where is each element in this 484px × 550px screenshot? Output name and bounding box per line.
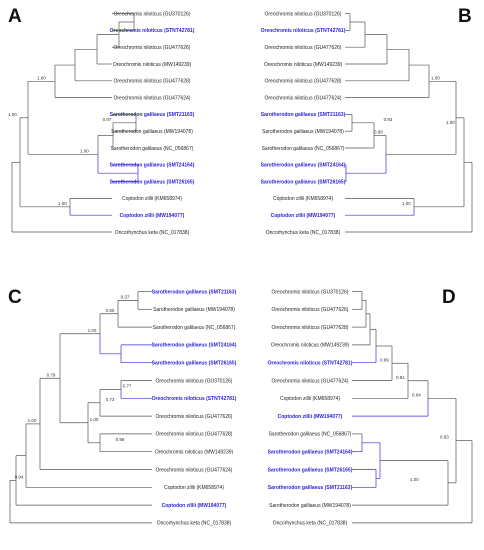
taxon-label: Oreochromis niloticus (GU370126) bbox=[114, 11, 191, 17]
taxon-label: Oreochromis niloticus (GU370126) bbox=[272, 289, 349, 295]
tree-panel-a: A Oreochromis niloticus (GU370126) Oreochr… bbox=[8, 6, 195, 236]
bootstrap-value: 0.91 bbox=[396, 375, 405, 380]
taxon-label: Sarotherodon galilaeus (NC_056867) bbox=[111, 146, 194, 152]
bootstrap-value: 1.00 bbox=[446, 120, 455, 125]
taxon-label: Coptodon zillii (KM658974) bbox=[273, 196, 333, 202]
taxon-label: Coptodon zillii (KM658974) bbox=[164, 485, 224, 491]
bootstrap-value: 1.00 bbox=[80, 148, 89, 153]
taxon-label: Sarotherodon galilaeus (SMT26165) bbox=[261, 179, 346, 185]
bootstrap-value: 0.83 bbox=[440, 435, 449, 440]
bootstrap-value: 0.77 bbox=[123, 383, 132, 388]
bootstrap-value: 1.00 bbox=[8, 112, 17, 117]
bootstrap-value: 0.97 bbox=[103, 117, 112, 122]
bootstrap-value: 0.80 bbox=[106, 308, 115, 313]
taxon-label: Coptodon zillii (MW194077) bbox=[278, 414, 343, 420]
bootstrap-value: 0.73 bbox=[106, 397, 115, 402]
bootstrap-value: 1.00 bbox=[402, 201, 411, 206]
taxon-label: Coptodon zillii (KM658974) bbox=[122, 196, 182, 202]
taxon-label: Oreochromis niloticus (MW149239) bbox=[155, 450, 234, 456]
taxon-label: Oreochromis niloticus (GU477626) bbox=[272, 307, 349, 313]
taxon-label: Sarotherodon galilaeus (MW194078) bbox=[269, 503, 351, 509]
taxon-label: Sarotherodon galilaeus (SMT21163) bbox=[261, 112, 346, 118]
bootstrap-value: 0.79 bbox=[47, 372, 56, 377]
taxon-label: Oreochromis niloticus (GU477628) bbox=[265, 79, 342, 85]
bootstrap-value: 0.93 bbox=[384, 117, 393, 122]
taxon-label: Sarotherodon galilaeus (NC_056867) bbox=[262, 146, 345, 152]
bootstrap-value: 1.00 bbox=[58, 201, 67, 206]
taxon-label: Oreochromis niloticus (GU477624) bbox=[114, 95, 191, 101]
tree-panel-c: C Sarotherodon galilaeus (SMT21163) Saroth… bbox=[8, 287, 237, 527]
taxon-label: Oreochromis niloticus (GU477626) bbox=[265, 45, 342, 51]
bootstrap-value: 1.00 bbox=[88, 328, 97, 333]
taxon-label: Sarotherodon galilaeus (SMT26165) bbox=[268, 467, 353, 473]
taxon-label: Oreochromis niloticus (GU370126) bbox=[265, 11, 342, 17]
taxon-label: Oreochromis niloticus (GU477628) bbox=[114, 79, 191, 85]
taxon-label: Sarotherodon galilaeus (SMT24164) bbox=[110, 163, 195, 169]
bootstrap-value: 0.37 bbox=[121, 294, 130, 299]
taxon-label: Sarotherodon galilaeus (SMT26165) bbox=[152, 361, 237, 367]
taxon-label: Sarotherodon galilaeus (SMT21163) bbox=[152, 289, 237, 295]
bootstrap-value: 0.94 bbox=[15, 474, 24, 479]
taxon-label: Oreochromis niloticus (MW149239) bbox=[271, 343, 350, 349]
taxon-label: Sarotherodon galilaeus (SMT24164) bbox=[152, 343, 237, 349]
bootstrap-value: 0.99 bbox=[380, 357, 389, 362]
taxon-label: Oreochromis niloticus (GU477628) bbox=[272, 325, 349, 331]
taxon-label: Oreochromis niloticus (GU370126) bbox=[156, 378, 233, 384]
bootstrap-value: 0.64 bbox=[412, 392, 421, 397]
bootstrap-value: 1.00 bbox=[90, 417, 99, 422]
bootstrap-value: 1.00 bbox=[410, 477, 419, 482]
taxon-label: Coptodon zillii (MW194077) bbox=[162, 503, 227, 509]
taxon-label: Sarotherodon galilaeus (NC_056867) bbox=[269, 432, 352, 438]
taxon-label: Sarotherodon galilaeus (MW194078) bbox=[262, 129, 344, 135]
taxon-label: Sarotherodon galilaeus (MW194078) bbox=[111, 129, 193, 135]
bootstrap-value: 1.00 bbox=[37, 75, 46, 80]
taxon-label: Oncorhynchus keta (NC_017838) bbox=[273, 521, 348, 527]
taxon-label: Oreochromis niloticus (STNT42781) bbox=[152, 396, 237, 402]
bootstrap-value: 1.00 bbox=[431, 75, 440, 80]
taxon-label: Oreochromis niloticus (STNT42781) bbox=[268, 361, 353, 367]
bootstrap-value: 0.98 bbox=[374, 129, 383, 134]
taxon-label: Oreochromis niloticus (GU477626) bbox=[156, 414, 233, 420]
taxon-label: Oreochromis niloticus (GU477624) bbox=[265, 95, 342, 101]
taxon-label: Coptodon zillii (KM658974) bbox=[280, 396, 340, 402]
panel-letter: A bbox=[8, 6, 22, 27]
taxon-label: Sarotherodon galilaeus (NC_056867) bbox=[153, 325, 236, 331]
taxon-label: Oreochromis niloticus (GU477626) bbox=[114, 45, 191, 51]
bootstrap-value: 1.00 bbox=[28, 418, 37, 423]
taxon-label: Oncorhynchus keta (NC_017838) bbox=[157, 521, 232, 527]
taxon-label: Sarotherodon galilaeus (MW194078) bbox=[153, 307, 235, 313]
taxon-label: Sarotherodon galilaeus (SMT21163) bbox=[110, 112, 195, 118]
taxon-label: Sarotherodon galilaeus (SMT24164) bbox=[261, 163, 346, 169]
taxon-label: Oreochromis niloticus (STNT42781) bbox=[110, 28, 195, 34]
panel-letter: B bbox=[458, 6, 472, 27]
taxon-label: Oreochromis niloticus (STNT42781) bbox=[261, 28, 346, 34]
taxon-label: Oncorhynchus keta (NC_017838) bbox=[115, 230, 190, 236]
taxon-label: Oncorhynchus keta (NC_017838) bbox=[266, 230, 341, 236]
taxon-label: Coptodon zillii (MW194077) bbox=[120, 213, 185, 219]
taxon-label: Oreochromis niloticus (MW149239) bbox=[264, 62, 343, 68]
panel-letter: C bbox=[8, 287, 22, 308]
tree-panel-b: B Oreochromis niloticus (GU370126) Oreochr… bbox=[261, 6, 473, 236]
taxon-label: Oreochromis niloticus (GU477624) bbox=[156, 467, 233, 473]
taxon-label: Sarotherodon galilaeus (SMT24164) bbox=[268, 450, 353, 456]
taxon-label: Oreochromis niloticus (MW149239) bbox=[113, 62, 192, 68]
taxon-label: Sarotherodon galilaeus (SMT21163) bbox=[268, 485, 353, 491]
taxon-label: Coptodon zillii (MW194077) bbox=[271, 213, 336, 219]
tree-panel-d: D Oreochromis niloticus (GU370126) Oreochr… bbox=[268, 287, 473, 527]
taxon-label: Oreochromis niloticus (GU477624) bbox=[272, 378, 349, 384]
bootstrap-value: 0.98 bbox=[116, 437, 125, 442]
taxon-label: Oreochromis niloticus (GU477628) bbox=[156, 432, 233, 438]
taxon-label: Sarotherodon galilaeus (SMT26165) bbox=[110, 179, 195, 185]
panel-letter: D bbox=[442, 287, 456, 308]
